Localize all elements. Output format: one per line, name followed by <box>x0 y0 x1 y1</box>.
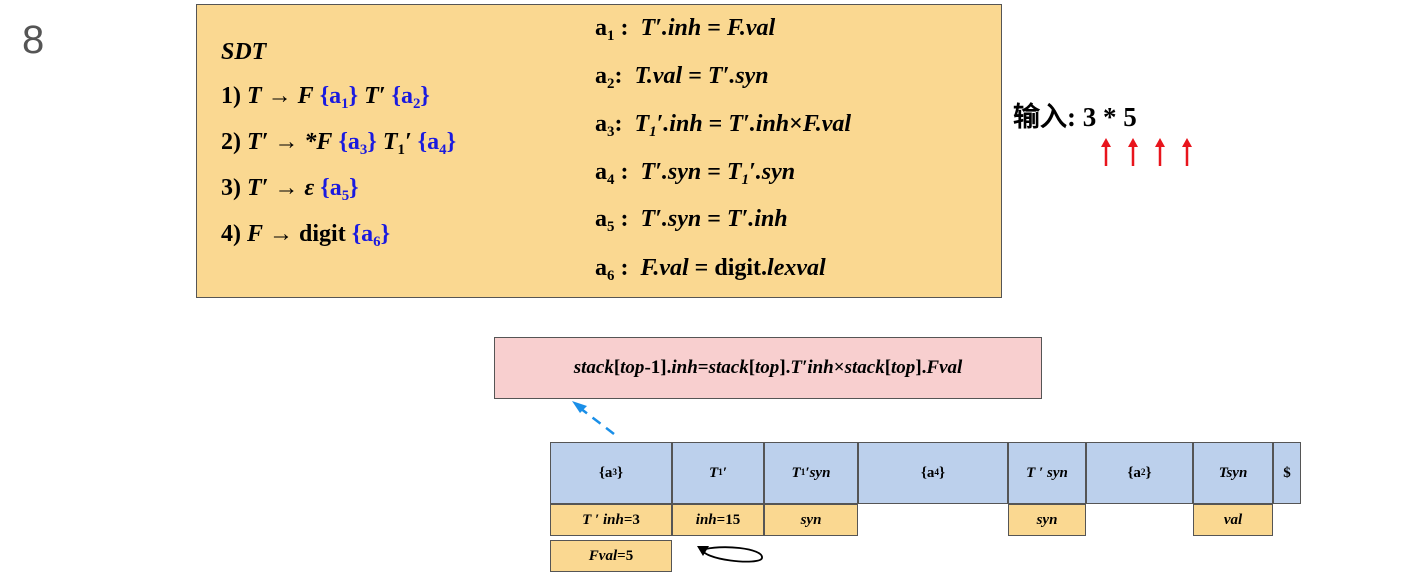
stack-attr-cell: syn <box>1008 504 1086 536</box>
circular-arrow-head-icon <box>697 546 709 556</box>
pointer-arrow-icon <box>1182 138 1192 166</box>
sdt-title: SDT <box>221 39 267 65</box>
dashed-arrow-line <box>579 407 615 435</box>
sdt-box: SDT 1) T → F {a1} T′ {a2} 2) T′ → *F {a3… <box>196 4 1002 298</box>
sdt-action-3: a3: T1′.inh = T′.inh×F.val <box>595 111 852 141</box>
sdt-rule-1: 1) T → F {a1} T′ {a2} <box>221 83 430 113</box>
input-label: 输入: <box>1013 102 1076 132</box>
stack-attr-cell: val <box>1193 504 1273 536</box>
input-expression: 输入: 3 * 5 <box>1013 95 1137 134</box>
sdt-action-4: a4 : T′.syn = T1′.syn <box>595 159 796 189</box>
sdt-action-5: a5 : T′.syn = T′.inh <box>595 206 788 236</box>
input-pointer-arrows <box>1101 138 1192 166</box>
stack-attr-cell-extra: Fval=5 <box>550 540 672 572</box>
sdt-rule-4: 4) F → digit {a6} <box>221 221 391 251</box>
sdt-rule-2: 2) T′ → *F {a3} T1′ {a4} <box>221 129 457 159</box>
formula-box: stack[top-1].inh=stack[top].T′inh×stack[… <box>494 337 1042 399</box>
input-expr: 3 * 5 <box>1082 102 1137 132</box>
slide-number: 8 <box>22 18 45 62</box>
sdt-action-1: a1 : T′.inh = F.val <box>595 15 776 45</box>
pointer-arrow-icon <box>1128 138 1138 166</box>
sdt-action-6: a6 : F.val = digit.lexval <box>595 255 826 285</box>
pointer-arrow-icon <box>1155 138 1165 166</box>
formula-text: stack[top-1].inh=stack[top].T′inh×stack[… <box>573 357 963 378</box>
dashed-arrow-head-icon <box>572 401 587 413</box>
sdt-rule-3: 3) T′ → ε {a5} <box>221 175 359 205</box>
pointer-arrow-icon <box>1101 138 1111 166</box>
sdt-action-2: a2: T.val = T′.syn <box>595 63 769 93</box>
stack-cell: T ′ syn <box>1008 442 1086 504</box>
circular-arrow-icon <box>701 546 763 563</box>
stack-cell: Tsyn <box>1193 442 1273 504</box>
stack-cell: $ <box>1273 442 1301 504</box>
stack-attr-cell: T ′ inh=3 <box>550 504 672 536</box>
stack-attr-cell: syn <box>764 504 858 536</box>
stack-attr-cell: inh=15 <box>672 504 764 536</box>
